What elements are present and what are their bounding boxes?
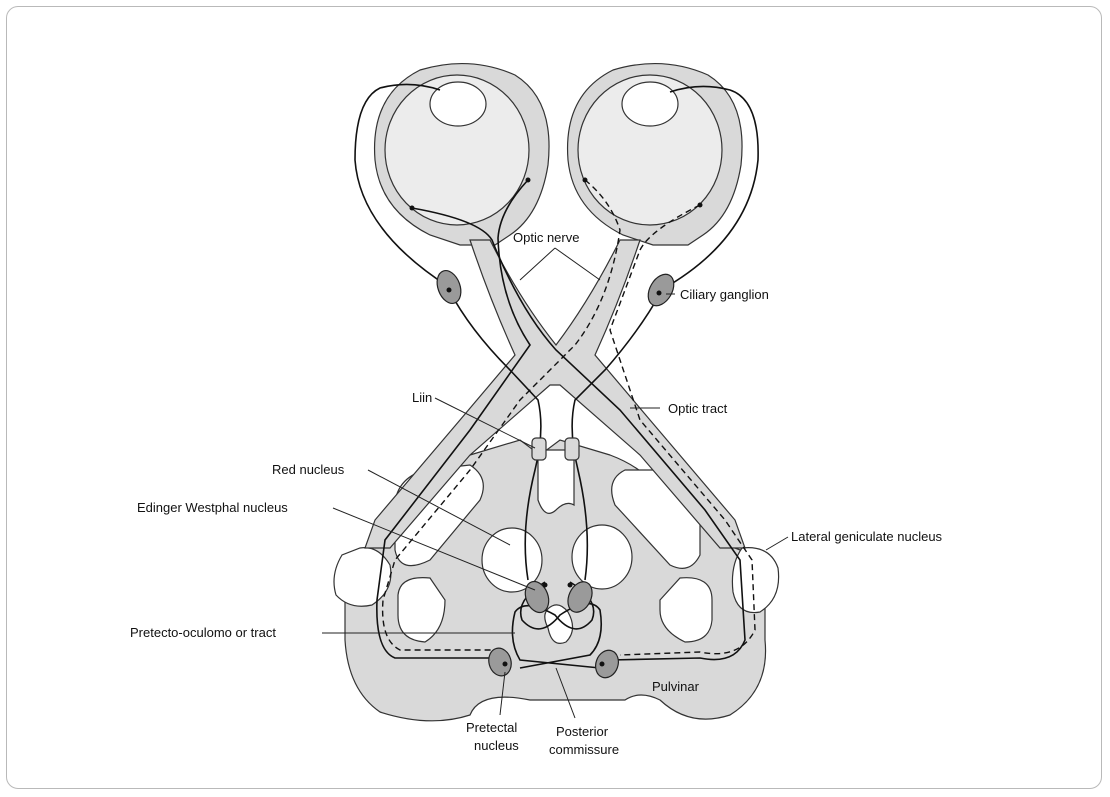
label-pretectal-nucleus-line2: nucleus bbox=[474, 738, 519, 753]
label-pretectal-nucleus-line1: Pretectal bbox=[466, 720, 517, 735]
label-pulvinar: Pulvinar bbox=[652, 679, 700, 694]
leader-lateral-geniculate bbox=[766, 537, 788, 550]
label-posterior-commissure-line1: Posterior bbox=[556, 724, 609, 739]
ciliary-ganglion-right bbox=[643, 270, 679, 310]
label-pretecto-oculomotor: Pretecto-oculomo or tract bbox=[130, 625, 276, 640]
label-posterior-commissure-line2: commissure bbox=[549, 742, 619, 757]
leader-optic-nerve bbox=[520, 248, 600, 280]
label-optic-nerve: Optic nerve bbox=[513, 230, 579, 245]
right-eye bbox=[568, 64, 742, 245]
ciliary-ganglion-left bbox=[433, 267, 465, 306]
label-edinger-westphal: Edinger Westphal nucleus bbox=[137, 500, 288, 515]
red-nucleus-right bbox=[572, 525, 632, 589]
left-eye bbox=[375, 64, 549, 245]
label-red-nucleus: Red nucleus bbox=[272, 462, 345, 477]
label-lateral-geniculate: Lateral geniculate nucleus bbox=[791, 529, 943, 544]
lateral-geniculate-right bbox=[732, 548, 778, 613]
label-optic-tract: Optic tract bbox=[668, 401, 728, 416]
liin-tube-right bbox=[565, 438, 579, 460]
label-ciliary-ganglion: Ciliary ganglion bbox=[680, 287, 769, 302]
label-liin: Liin bbox=[412, 390, 432, 405]
liin-tube-left bbox=[532, 438, 546, 460]
